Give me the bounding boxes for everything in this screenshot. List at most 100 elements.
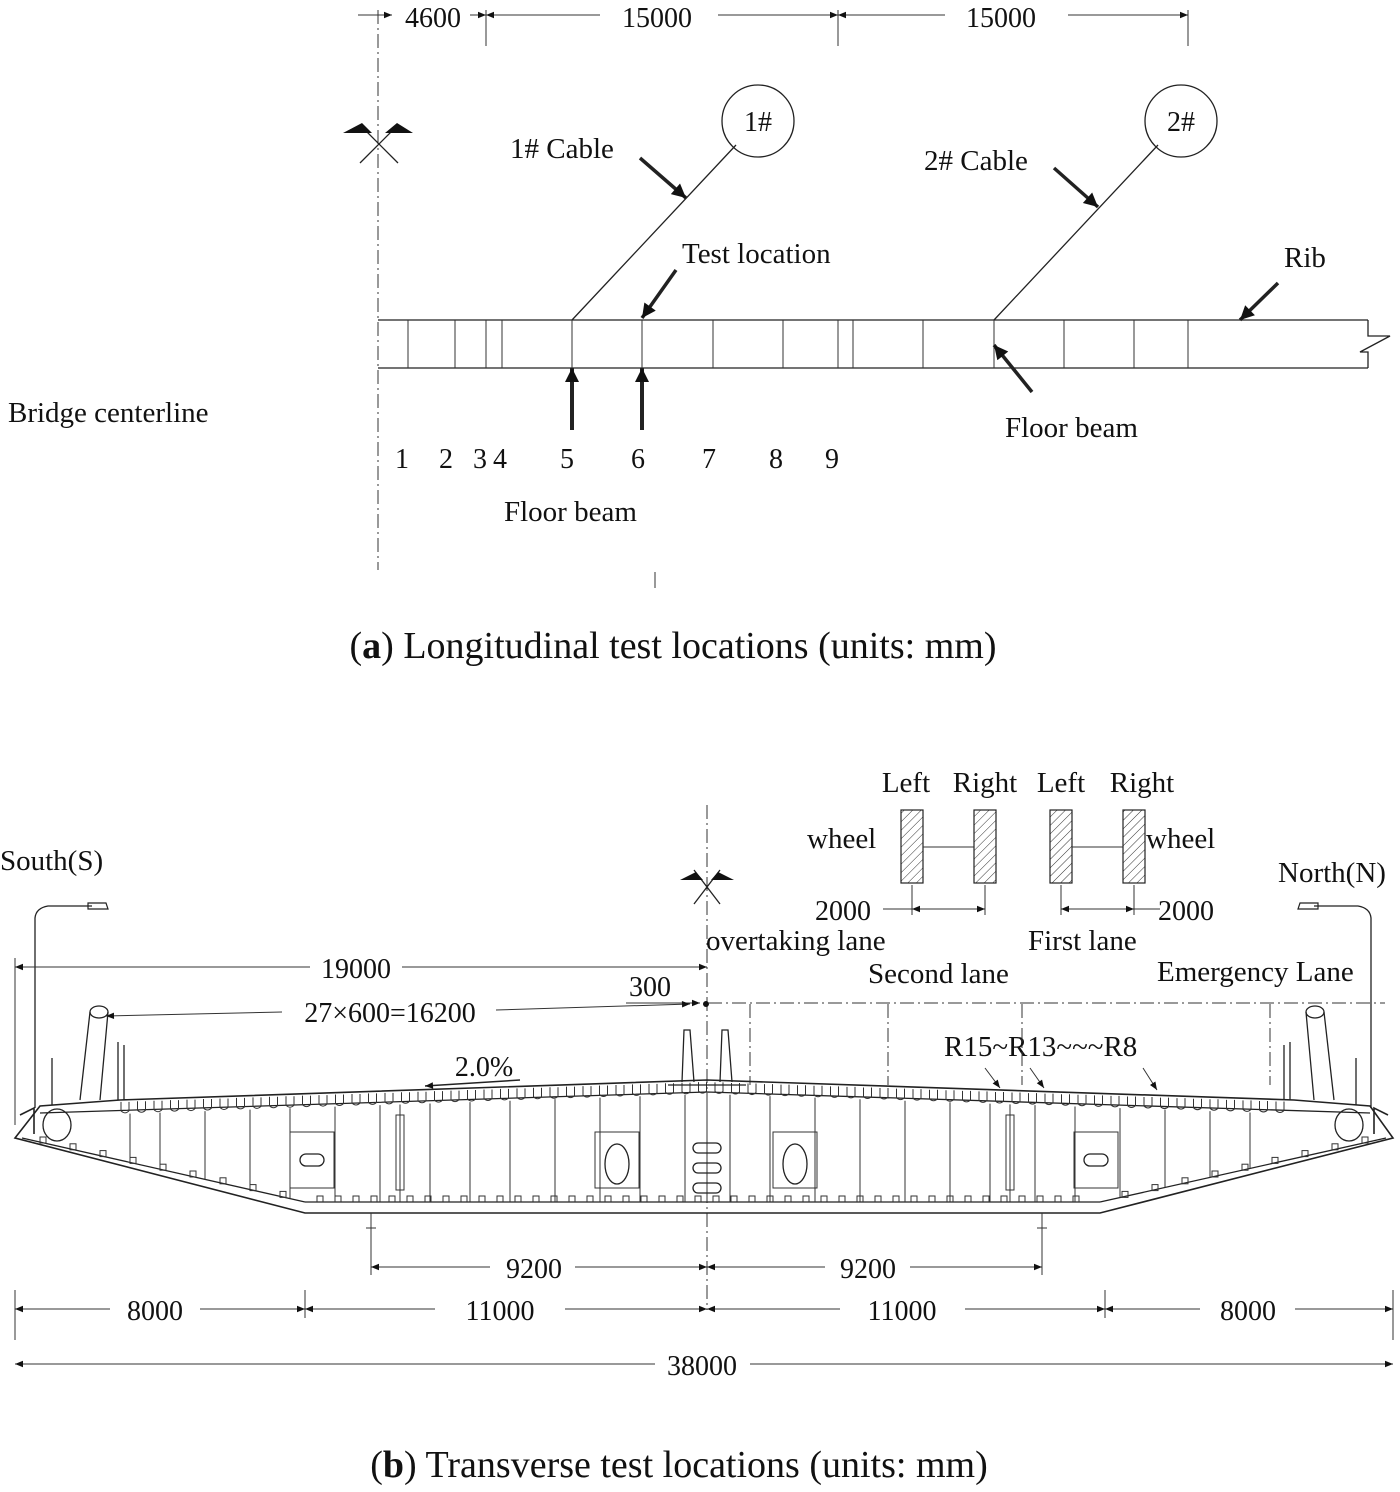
u-rib: [1077, 1094, 1087, 1107]
u-rib: [1061, 1094, 1070, 1106]
dim-15000-second: 15000: [966, 3, 1036, 34]
bottom-stiffener: [802, 1195, 810, 1202]
u-rib: [450, 1090, 460, 1103]
u-rib: [929, 1089, 938, 1102]
u-rib: [1127, 1096, 1136, 1108]
access-hole: [299, 1153, 325, 1167]
u-rib: [747, 1083, 757, 1096]
u-rib: [368, 1093, 377, 1105]
rib-arrow: [1238, 281, 1280, 322]
u-rib: [780, 1084, 790, 1097]
north-railing: [1283, 1005, 1364, 1142]
u-rib: [1226, 1099, 1235, 1112]
u-rib: [1259, 1100, 1268, 1113]
u-rib: [912, 1089, 922, 1101]
second-lane-label: Second lane: [868, 958, 1009, 990]
access-hole: [782, 1143, 808, 1185]
u-rib: [1110, 1095, 1120, 1108]
right-wheel-label-2: Right: [1110, 767, 1174, 799]
south-label: South(S): [0, 845, 103, 877]
lamp-post-south: [34, 902, 109, 1108]
rib-range-label: R15~R13~~~R8: [944, 1031, 1137, 1063]
bottom-stiffener: [658, 1195, 666, 1202]
left-wheel-label-2: Left: [1037, 767, 1085, 799]
bottom-stiffener: [1361, 1136, 1369, 1144]
caption-b-text: ) Transverse test locations (units: mm): [404, 1444, 988, 1486]
caption-a-letter: a: [362, 625, 381, 667]
u-rib: [434, 1091, 443, 1103]
u-rib: [1094, 1095, 1103, 1107]
u-rib: [302, 1095, 311, 1108]
access-frame: [1073, 1131, 1119, 1189]
bottom-stiffener: [928, 1195, 936, 1202]
caption-a: (a) Longitudinal test locations (units: …: [350, 625, 997, 667]
bottom-stiffener: [1121, 1190, 1129, 1198]
access-hole: [692, 1182, 722, 1194]
test-location-number: 4: [493, 444, 507, 475]
bottom-stiffener: [99, 1150, 107, 1158]
u-rib: [401, 1092, 410, 1104]
cable-1-arrow: [638, 156, 688, 200]
u-rib: [846, 1086, 856, 1099]
wheel-load-pair-1: [883, 809, 997, 915]
top-dimension-line: [358, 10, 1189, 46]
u-rib: [1176, 1098, 1186, 1110]
dim-9200-left: 9200: [506, 1254, 562, 1285]
bottom-stiffener: [532, 1195, 540, 1202]
u-rib: [1242, 1100, 1252, 1112]
bottom-stiffener: [249, 1184, 257, 1192]
section-details: [39, 1082, 1369, 1229]
u-rib: [879, 1088, 889, 1100]
bottom-stiffener: [856, 1195, 864, 1202]
rib-r13-arrow: [1029, 1067, 1045, 1089]
bottom-stiffener: [838, 1195, 846, 1202]
u-rib: [648, 1083, 658, 1096]
bottom-stiffener: [352, 1195, 360, 1202]
bottom-stiffener: [874, 1195, 882, 1202]
bottom-stiffener: [730, 1195, 738, 1202]
test-location-label: Test location: [682, 238, 831, 270]
u-rib: [335, 1094, 344, 1107]
u-rib: [533, 1087, 542, 1100]
u-rib: [681, 1082, 691, 1095]
bottom-stiffener: [1241, 1163, 1249, 1171]
dim-rib-spacing: 27×600=16200: [304, 998, 476, 1029]
bridge-centerline-label: Bridge centerline: [8, 397, 209, 429]
first-lane-label: First lane: [1028, 925, 1137, 957]
u-rib: [500, 1088, 509, 1101]
bottom-stiffener: [568, 1195, 576, 1202]
bottom-stiffener: [910, 1195, 918, 1202]
bottom-stiffener: [1000, 1195, 1008, 1202]
median-barrier: [668, 1029, 746, 1086]
dim-rib-spacing-right: [495, 1001, 691, 1011]
bottom-stiffener: [370, 1195, 378, 1202]
wheel-load-pair-2: [1049, 809, 1160, 915]
u-rib: [318, 1095, 328, 1107]
left-wheel-label-1: Left: [882, 767, 930, 799]
test-location-number: 9: [825, 444, 839, 475]
u-rib: [978, 1091, 988, 1103]
vertical-stiffener: [1005, 1114, 1015, 1191]
u-rib: [731, 1082, 740, 1095]
floor-beam-right-arrow: [992, 343, 1034, 394]
deck-level-point: [703, 1001, 709, 1007]
centerline-symbol-a: [343, 123, 413, 164]
u-rib: [813, 1085, 823, 1098]
slope-label: 2.0%: [455, 1052, 513, 1083]
u-rib: [203, 1099, 212, 1111]
dim-38000: 38000: [667, 1351, 737, 1382]
access-hole: [692, 1162, 722, 1174]
u-rib: [1143, 1097, 1153, 1109]
u-rib: [764, 1084, 773, 1096]
dim-8000-left: 8000: [127, 1296, 183, 1327]
cable-2-line: [993, 144, 1159, 321]
wheel-gap-2: 2000: [1158, 896, 1214, 927]
dim-lower-lines: [14, 1290, 1394, 1340]
u-rib: [120, 1101, 130, 1114]
bottom-stiffener: [1036, 1195, 1044, 1202]
bottom-stiffener: [39, 1136, 47, 1144]
bottom-stiffener: [946, 1195, 954, 1202]
u-rib: [896, 1088, 905, 1101]
